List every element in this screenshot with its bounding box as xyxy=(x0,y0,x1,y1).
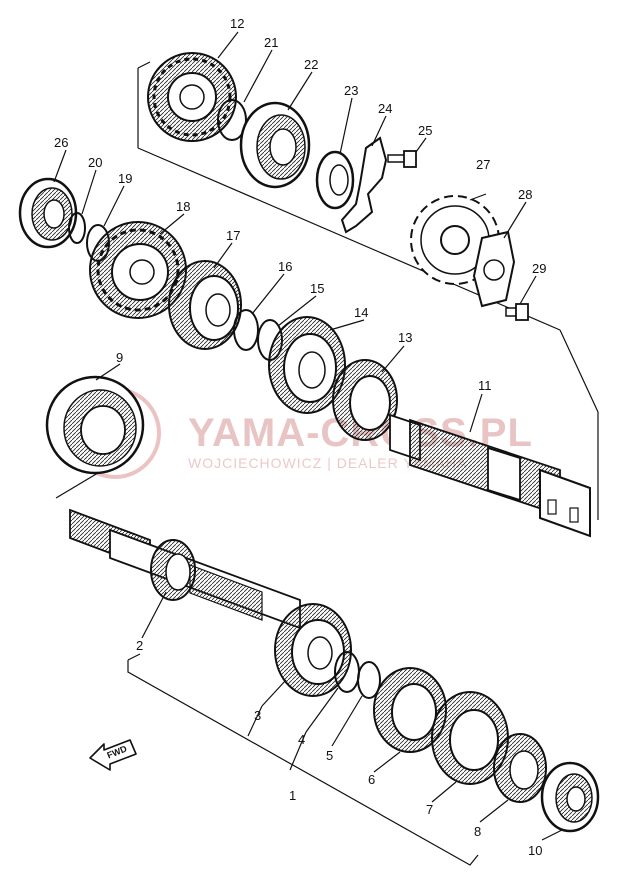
bolt-25 xyxy=(387,150,417,168)
callout-labels: 1 2 3 4 5 6 7 8 9 10 11 12 13 14 15 16 1… xyxy=(54,16,546,858)
gear-14 xyxy=(268,316,346,414)
callout-26: 26 xyxy=(54,135,68,150)
callout-19: 19 xyxy=(118,171,132,186)
callout-22: 22 xyxy=(304,57,318,72)
oil-seal-23 xyxy=(315,150,355,210)
callout-12: 12 xyxy=(230,16,244,31)
callout-23: 23 xyxy=(344,83,358,98)
callout-28: 28 xyxy=(518,187,532,202)
washer-20 xyxy=(68,212,86,244)
washer-16 xyxy=(233,309,259,351)
gear-6 xyxy=(373,667,447,753)
callout-20: 20 xyxy=(88,155,102,170)
gear-17 xyxy=(168,260,242,350)
callout-27: 27 xyxy=(476,157,490,172)
callout-3: 3 xyxy=(254,708,261,723)
gear-2 xyxy=(150,539,196,601)
lock-washer-28 xyxy=(472,230,516,308)
gear-8 xyxy=(493,733,547,803)
callout-25: 25 xyxy=(418,123,432,138)
watermark-subtitle: WOJCIECHOWICZ | DEALER YAMAHA xyxy=(188,455,467,471)
leader-lines xyxy=(53,31,563,841)
callout-24: 24 xyxy=(378,101,392,116)
washer-21 xyxy=(217,99,247,141)
callout-16: 16 xyxy=(278,259,292,274)
circlip-5 xyxy=(357,661,381,699)
callout-11: 11 xyxy=(478,378,492,393)
callout-7: 7 xyxy=(426,802,433,817)
callout-14: 14 xyxy=(354,305,368,320)
drive-axle-group-frame xyxy=(137,61,599,520)
callout-6: 6 xyxy=(368,772,375,787)
gear-12 xyxy=(147,52,237,142)
callout-4: 4 xyxy=(298,732,305,747)
callout-29: 29 xyxy=(532,261,546,276)
callout-5: 5 xyxy=(326,748,333,763)
callout-8: 8 xyxy=(474,824,481,839)
callout-21: 21 xyxy=(264,35,278,50)
callout-10: 10 xyxy=(528,843,542,858)
gear-7 xyxy=(431,691,509,785)
main-axle-group-bracket xyxy=(127,653,479,866)
bearing-10 xyxy=(540,761,600,833)
fwd-arrow-icon: FWD xyxy=(89,739,137,771)
callout-13: 13 xyxy=(398,330,412,345)
callout-15: 15 xyxy=(310,281,324,296)
bearing-9 xyxy=(45,375,145,475)
callout-2: 2 xyxy=(136,638,143,653)
callout-18: 18 xyxy=(176,199,190,214)
bearing-26 xyxy=(18,177,78,249)
gear-3 xyxy=(274,603,352,697)
callout-1: 1 xyxy=(289,788,296,803)
drive-axle-11 xyxy=(389,413,591,538)
gear-13 xyxy=(332,359,398,441)
callout-17: 17 xyxy=(226,228,240,243)
bolt-29 xyxy=(505,303,529,321)
callout-9: 9 xyxy=(116,350,123,365)
retainer-plate-24 xyxy=(340,136,388,234)
gear-18 xyxy=(89,221,187,319)
bearing-22 xyxy=(239,101,311,189)
